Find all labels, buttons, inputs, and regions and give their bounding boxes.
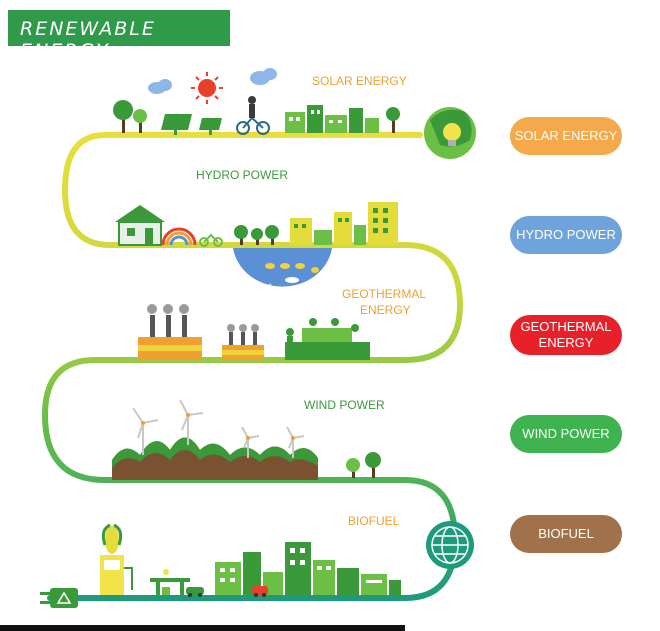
legend-solar-energy: SOLAR ENERGY bbox=[510, 117, 622, 155]
sun-icon bbox=[191, 72, 223, 104]
bicycle-icon bbox=[199, 233, 223, 247]
car-icon bbox=[252, 586, 268, 597]
pond-icon bbox=[233, 248, 332, 287]
wind-scene bbox=[112, 399, 381, 480]
biofuel-scene-label: BIOFUEL bbox=[348, 514, 400, 528]
legend-geothermal-energy: GEOTHERMAL ENERGY bbox=[510, 315, 622, 355]
legend-label: SOLAR ENERGY bbox=[514, 128, 618, 143]
solar-scene-label: SOLAR ENERGY bbox=[312, 74, 407, 88]
geothermal-scene-label-line2: ENERGY bbox=[360, 303, 411, 317]
city-buildings-icon bbox=[215, 542, 401, 595]
rainbow-icon bbox=[161, 227, 197, 246]
title-banner: RENEWABLE ENERGY bbox=[8, 10, 230, 62]
hydro-scene-label: HYDRO POWER bbox=[196, 168, 289, 182]
legend-biofuel: BIOFUEL bbox=[510, 515, 622, 553]
factory-icon bbox=[222, 324, 264, 360]
geothermal-scene-label-line1: GEOTHERMAL bbox=[342, 287, 427, 301]
cloud-icon bbox=[148, 68, 277, 94]
tree-icon bbox=[234, 225, 279, 245]
cyclist-icon bbox=[236, 96, 270, 135]
factory-icon bbox=[138, 304, 202, 360]
legend-wind-power: WIND POWER bbox=[510, 415, 622, 453]
tree-icon bbox=[386, 107, 400, 133]
legend-label: WIND POWER bbox=[522, 426, 610, 441]
bottom-bar bbox=[0, 625, 405, 631]
city-buildings-icon bbox=[290, 202, 398, 245]
solar-panel-icon bbox=[161, 114, 222, 135]
car-icon bbox=[186, 587, 204, 597]
greenhouse-people-icon bbox=[285, 318, 370, 360]
legend-label: HYDRO POWER bbox=[516, 227, 616, 242]
house-icon bbox=[115, 205, 165, 246]
solar-scene bbox=[113, 68, 476, 159]
wind-scene-label: WIND POWER bbox=[304, 398, 385, 412]
globe-icon bbox=[426, 521, 474, 569]
page-title: RENEWABLE ENERGY bbox=[20, 18, 156, 62]
legend-label: BIOFUEL bbox=[538, 526, 594, 541]
wind-turbine-icon bbox=[132, 399, 305, 458]
corn-fuel-pump-icon bbox=[100, 523, 133, 595]
geothermal-scene bbox=[138, 304, 370, 360]
legend-label-line1: GEOTHERMAL bbox=[520, 319, 612, 334]
eco-plug-icon bbox=[40, 588, 78, 608]
hydro-scene bbox=[115, 202, 398, 287]
gas-station-icon bbox=[150, 569, 190, 595]
legend-hydro-power: HYDRO POWER bbox=[510, 216, 622, 254]
tree-icon bbox=[113, 100, 147, 133]
eco-globe-icon bbox=[424, 107, 476, 159]
legend-label-line2: ENERGY bbox=[538, 335, 594, 350]
tree-icon bbox=[346, 452, 381, 478]
biofuel-scene bbox=[40, 523, 401, 608]
